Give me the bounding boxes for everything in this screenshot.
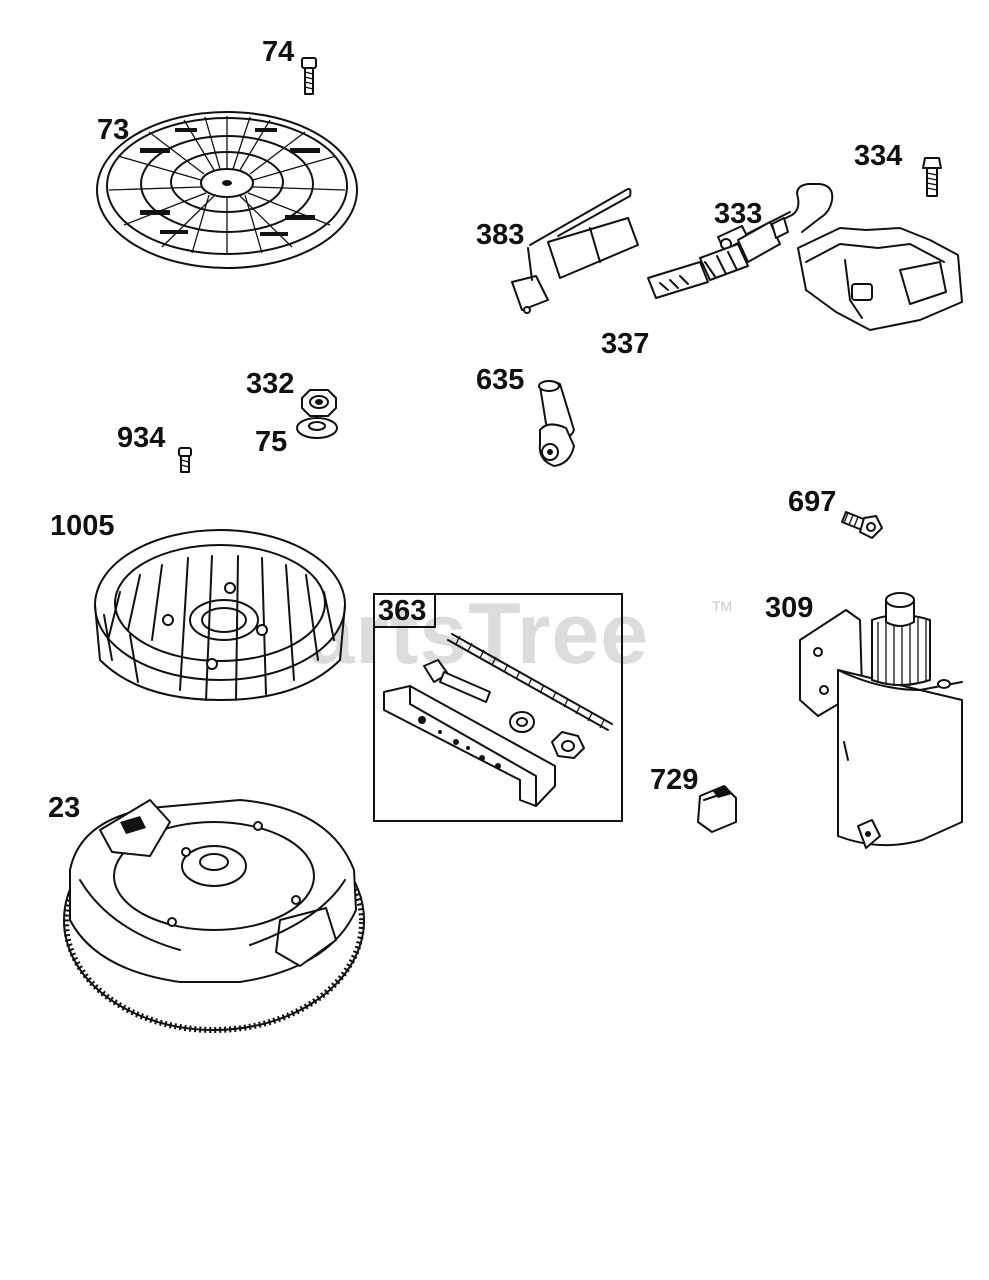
part-363-kit-icon[interactable] [383,633,613,807]
part-75-icon[interactable] [296,417,338,439]
kit-363-label-box [374,594,436,628]
callout-74[interactable]: 74 [262,36,295,68]
callout-934[interactable]: 934 [117,422,166,454]
part-334-icon[interactable] [922,157,942,197]
part-635-icon[interactable] [538,380,575,467]
callout-333[interactable]: 333 [714,198,763,230]
part-333-icon[interactable] [717,183,963,331]
part-697-icon[interactable] [841,511,883,539]
part-309-icon[interactable] [799,592,963,849]
callout-73[interactable]: 73 [97,114,130,146]
part-1005-icon[interactable] [94,529,346,701]
callout-309[interactable]: 309 [765,592,814,624]
part-332-icon[interactable] [301,389,337,417]
callout-334[interactable]: 334 [854,140,903,172]
part-383-icon[interactable] [511,187,639,314]
callout-1005[interactable]: 1005 [50,510,115,542]
part-73-icon[interactable] [96,111,358,269]
callout-337[interactable]: 337 [601,328,650,360]
callout-383[interactable]: 383 [476,219,525,251]
callout-363[interactable]: 363 [378,595,427,627]
callout-332[interactable]: 332 [246,368,295,400]
callout-75[interactable]: 75 [255,426,288,458]
callout-23[interactable]: 23 [48,792,81,824]
part-337-icon[interactable] [647,217,789,299]
kit-363-frame [373,593,623,822]
callout-729[interactable]: 729 [650,764,699,796]
part-934-icon[interactable] [178,447,192,473]
callout-697[interactable]: 697 [788,486,837,518]
watermark-trademark: TM [712,598,733,614]
part-74-icon[interactable] [301,57,317,95]
callout-635[interactable]: 635 [476,364,525,396]
part-729-icon[interactable] [697,785,737,833]
part-23-icon[interactable] [63,799,365,1033]
